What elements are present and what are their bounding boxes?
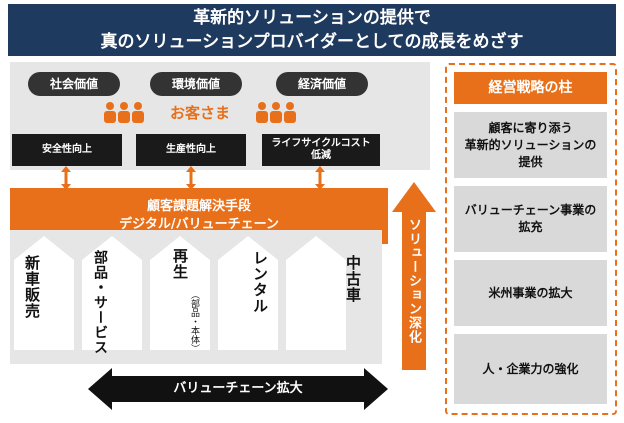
used-car-label: 中古車 — [344, 255, 362, 303]
strategy-item-2-line1: バリューチェーン事業の — [464, 203, 597, 217]
strategy-item-2-line2: 拡充 — [518, 220, 543, 234]
header-line1: 革新的ソリューションの提供で — [193, 8, 431, 28]
rebuild-note-label: （部品・本体） — [189, 290, 199, 353]
parts-service-label: 部品・サービス — [92, 250, 108, 355]
strategy-item-innovative-solutions: 顧客に寄り添う 革新的ソリューションの 提供 — [454, 112, 607, 178]
solution-means-line1: 顧客課題解決手段 — [146, 199, 251, 214]
strategy-item-1-line3: 提供 — [518, 154, 543, 169]
new-car-sales-label: 新車販売 — [23, 255, 41, 319]
strategy-item-people-corporate: 人・企業力の強化 — [454, 334, 607, 404]
double-arrow-icon-middle — [186, 166, 196, 190]
strategy-pillars-title: 経営戦略の柱 — [454, 72, 607, 104]
strategy-item-1-line2: 革新的ソリューションの — [464, 137, 597, 152]
environmental-value-pill: 環境価値 — [150, 72, 242, 96]
strategy-item-4-line1: 人・企業力の強化 — [482, 361, 579, 376]
double-arrow-icon-right — [315, 166, 325, 190]
customers-label: お客さま — [169, 104, 230, 122]
strategy-item-value-chain: バリューチェーン事業の 拡充 — [454, 186, 607, 252]
value-chain-expansion-label: バリューチェーン拡大 — [173, 381, 303, 396]
solution-deepening-label: ソリューション深化 — [406, 218, 421, 344]
value-chain-expansion-arrow — [88, 368, 388, 410]
safety-benefit-box: 安全性向上 — [12, 134, 122, 166]
people-icon-left — [104, 102, 144, 123]
productivity-benefit-label: 生産性向上 — [166, 144, 216, 155]
rebuild-label: 再生 — [171, 248, 189, 280]
double-arrow-icon-left — [61, 166, 71, 190]
strategy-item-3-line1: 米州事業の拡大 — [488, 285, 573, 300]
lifecycle-label-line1: ライフサイクルコスト — [271, 138, 371, 149]
social-value-pill: 社会価値 — [28, 72, 120, 96]
lifecycle-cost-benefit-box: ライフサイクルコスト 低減 — [262, 134, 380, 166]
rental-label: レンタル — [251, 250, 269, 314]
value-chain-area — [10, 230, 382, 364]
solution-deepening-arrow — [392, 182, 436, 370]
safety-benefit-label: 安全性向上 — [42, 144, 92, 155]
economic-value-pill: 経済価値 — [276, 72, 368, 96]
page-header: 革新的ソリューションの提供で 真のソリューションプロバイダーとしての成長をめざす — [8, 4, 616, 56]
strategy-item-americas: 米州事業の拡大 — [454, 260, 607, 326]
lifecycle-label-line2: 低減 — [311, 150, 331, 161]
solution-means-line2: デジタル/バリューチェーン — [119, 217, 279, 232]
people-icon-right — [256, 102, 296, 123]
strategy-item-1-line1: 顧客に寄り添う — [488, 120, 573, 135]
header-line2: 真のソリューションプロバイダーとしての成長をめざす — [100, 32, 524, 52]
productivity-benefit-box: 生産性向上 — [136, 134, 246, 166]
